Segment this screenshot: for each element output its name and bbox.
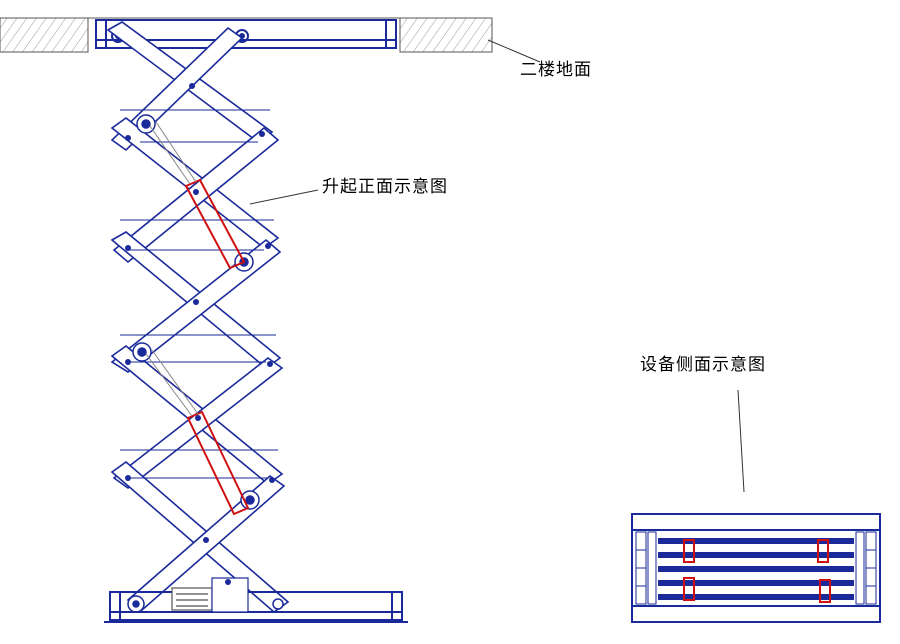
leader-lines [249, 39, 745, 493]
base-frame [104, 591, 408, 623]
hydraulic-cylinders [145, 121, 250, 516]
floor-slab-left [0, 17, 89, 53]
roller-bearings [127, 114, 284, 613]
side-view-cylinders [683, 539, 831, 603]
side-view-rollers [635, 531, 877, 605]
pivot-pins [125, 83, 275, 543]
side-view-label: 设备侧面示意图 [640, 355, 766, 375]
side-view [631, 513, 881, 623]
pump-motor-unit [171, 577, 249, 613]
cylinder-lower [186, 410, 250, 516]
cross-rods [120, 109, 278, 479]
side-view-scissor-bars [658, 538, 854, 600]
floor-slab-right [399, 17, 493, 53]
second-floor-label: 二楼地面 [520, 60, 592, 80]
raised-front-view-label: 升起正面示意图 [322, 177, 448, 197]
cylinder-upper [184, 178, 246, 270]
side-view-frame [631, 513, 881, 623]
second-floor-slabs [0, 17, 493, 53]
